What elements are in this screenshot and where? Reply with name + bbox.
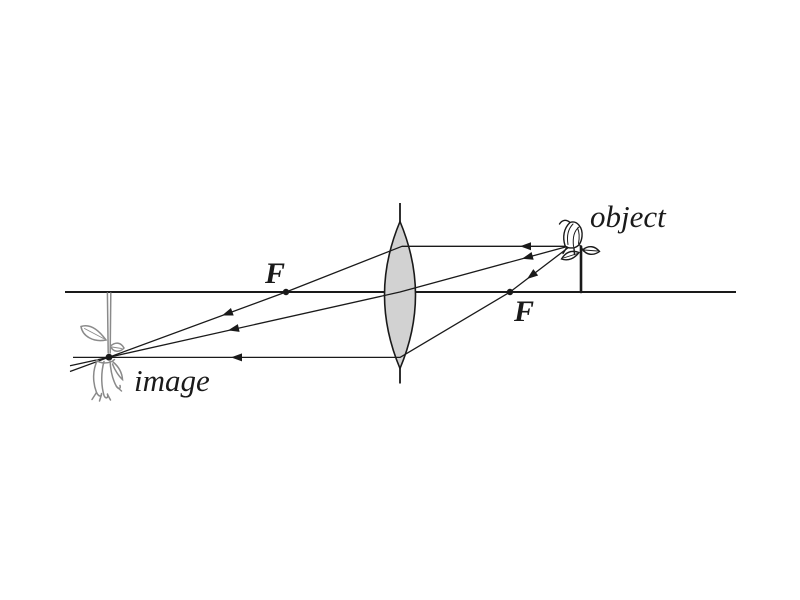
arrowhead-icon: [520, 242, 531, 251]
converging-lens: [383, 219, 417, 371]
object-bud-petal-line: [577, 227, 580, 244]
ray-parallel-then-focal: [69, 245, 571, 373]
ray-arrowheads: [222, 242, 539, 362]
image-left-leaf: [80, 325, 108, 342]
object-left-leaf: [560, 250, 581, 261]
object-bud-curl: [558, 219, 571, 225]
principal-rays: [69, 244, 572, 373]
object-left-leaf-vein: [563, 253, 578, 259]
object-right-leaf: [582, 246, 601, 255]
focal-point-right-dot: [506, 288, 514, 296]
image-right-leaf-vein: [111, 346, 122, 349]
image-left-leaf-vein: [84, 328, 104, 339]
image-flower: [80, 292, 125, 402]
object-label: object: [590, 199, 667, 234]
image-blossom-petal: [92, 359, 103, 397]
object-right-leaf-vein: [583, 249, 598, 252]
image-flower-stem: [106, 292, 109, 354]
image-blossom-petal: [101, 360, 109, 399]
focal-point-right-label: F: [513, 295, 534, 328]
image-right-leaf: [109, 342, 125, 352]
object-bud-sepal: [562, 246, 568, 255]
arrowhead-icon: [228, 324, 240, 332]
ray-through-lens-center: [69, 244, 572, 367]
object-flower: [558, 219, 601, 294]
focal-point-left-dot: [282, 288, 290, 296]
ray-focal-then-parallel: [73, 244, 572, 359]
arrowhead-icon: [222, 307, 234, 316]
image-blossom-petal-tip: [91, 391, 98, 401]
image-blossom-petal-tip: [98, 393, 103, 402]
focal-point-left-label: F: [264, 257, 285, 290]
image-blossom-petal-tip: [106, 393, 112, 401]
image-label: image: [134, 363, 210, 398]
image-flower-stem: [109, 292, 112, 354]
image-blossom-sepal: [111, 361, 124, 382]
arrowhead-icon: [527, 269, 539, 279]
arrowhead-icon: [231, 353, 242, 362]
image-blossom-petal-tip: [115, 385, 123, 392]
arrowhead-icon: [522, 252, 534, 260]
image-point-dot: [105, 353, 113, 361]
object-bud-petal-line: [567, 223, 574, 245]
